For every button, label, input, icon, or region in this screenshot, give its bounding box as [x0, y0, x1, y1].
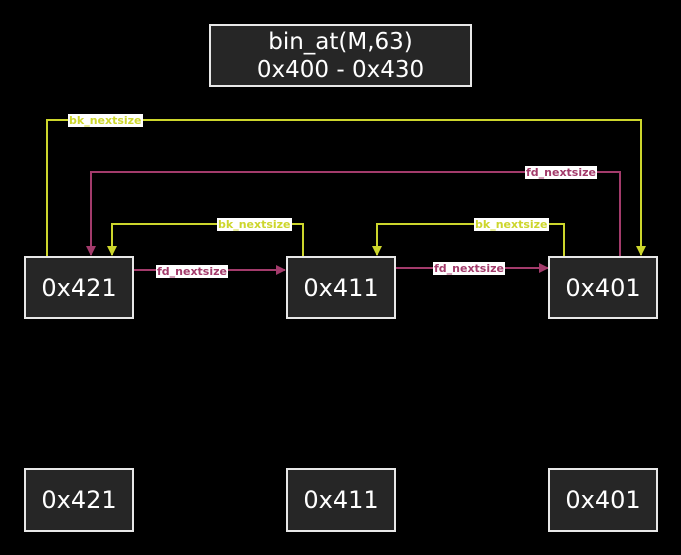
label-bk-nextsize-outer: bk_nextsize — [68, 114, 143, 127]
chunk-node-0x421: 0x421 — [24, 256, 134, 319]
chunk-node-0x401-plain: 0x401 — [548, 468, 658, 532]
chunk-node-0x411-plain: 0x411 — [286, 468, 396, 532]
label-fd-nextsize-outer: fd_nextsize — [525, 166, 597, 179]
bin-title-box: bin_at(M,63) 0x400 - 0x430 — [209, 24, 472, 87]
bin-range: 0x400 - 0x430 — [256, 56, 425, 83]
edge-bk-nextsize-411-421 — [107, 223, 304, 256]
bin-title: bin_at(M,63) — [268, 28, 413, 55]
chunk-node-0x421-plain: 0x421 — [24, 468, 134, 532]
edge-fd-nextsize-outer — [86, 171, 621, 256]
chunk-node-0x411: 0x411 — [286, 256, 396, 319]
label-bk-nextsize-401-411: bk_nextsize — [474, 218, 549, 231]
edge-bk-nextsize-outer — [46, 119, 646, 256]
edge-bk-nextsize-401-411 — [372, 223, 565, 256]
label-fd-nextsize-421-411: fd_nextsize — [156, 265, 228, 278]
label-fd-nextsize-411-401: fd_nextsize — [433, 262, 505, 275]
chunk-node-0x401: 0x401 — [548, 256, 658, 319]
label-bk-nextsize-411-421: bk_nextsize — [217, 218, 292, 231]
